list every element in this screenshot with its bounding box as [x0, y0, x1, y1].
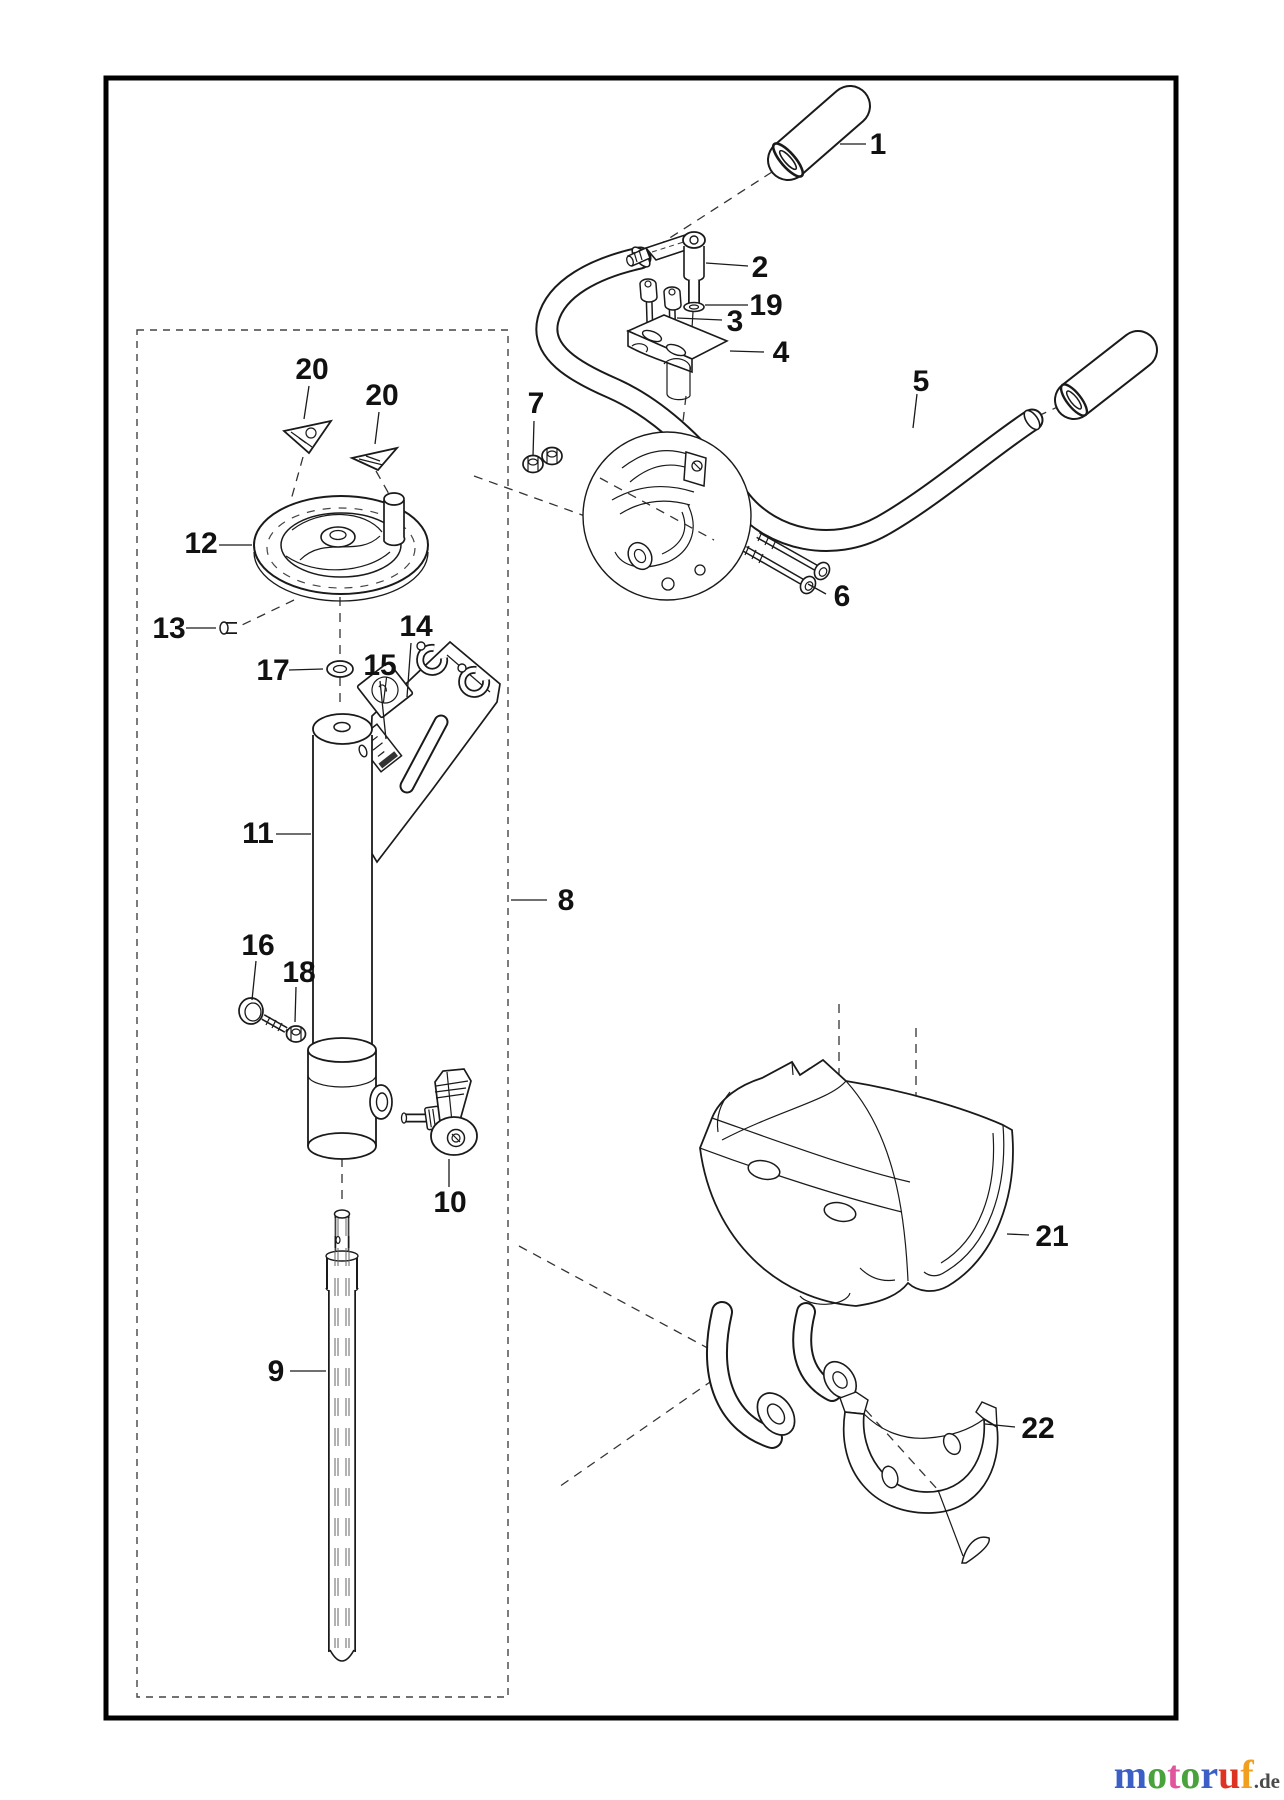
logo-suffix: .de — [1253, 1769, 1280, 1793]
callout-17: 17 — [256, 654, 289, 687]
logo-letter: u — [1218, 1752, 1241, 1797]
callout-22: 22 — [1021, 1412, 1054, 1445]
callout-10: 10 — [433, 1186, 466, 1219]
part-9-shaft — [325, 1209, 359, 1662]
callout-13: 13 — [152, 612, 185, 645]
part-18-nut — [285, 1025, 307, 1043]
part-1-handle-grip — [767, 85, 871, 181]
part-2-clamp-lever — [626, 231, 706, 303]
callout-9: 9 — [268, 1355, 285, 1388]
callout-4: 4 — [773, 336, 790, 369]
part-21-pivot-hooks — [706, 1301, 858, 1449]
diagram-frame — [103, 75, 1179, 1721]
logo-letter: o — [1147, 1752, 1168, 1797]
part-6-screws — [743, 531, 831, 595]
part-16-screw — [238, 997, 292, 1035]
callout-1: 1 — [870, 128, 887, 161]
callout-19: 19 — [749, 289, 782, 322]
part-17-washer — [326, 660, 354, 678]
dashed-group-box — [136, 329, 509, 1698]
warning-decal — [356, 661, 414, 719]
handwheel-knob — [383, 492, 406, 547]
callout-numbers: 1 2 19 3 4 5 7 6 8 9 10 11 12 13 14 15 1… — [152, 128, 1068, 1445]
part-13-pin — [219, 621, 237, 635]
part-12-handwheel — [253, 492, 429, 602]
callout-3: 3 — [727, 305, 744, 338]
callout-2: 2 — [752, 251, 769, 284]
part-22-clamp-shell — [839, 1391, 999, 1514]
callout-6: 6 — [834, 580, 851, 613]
logo-letter: m — [1113, 1752, 1148, 1797]
part-20-triangle-decals — [282, 419, 400, 472]
callout-20a: 20 — [295, 353, 328, 386]
motoruf-watermark: motoruf.de — [1114, 1751, 1280, 1798]
callout-leader-lines — [186, 143, 1030, 1428]
callout-5: 5 — [913, 365, 930, 398]
part-11-tube — [307, 713, 393, 1160]
callout-21: 21 — [1035, 1220, 1068, 1253]
callout-18: 18 — [282, 956, 315, 989]
part-4-clamp-plate — [626, 314, 729, 401]
part-5-right-grip — [1054, 330, 1158, 420]
part-21-clamp-housing — [699, 1058, 1014, 1307]
logo-letter: o — [1180, 1752, 1201, 1797]
logo-letter: f — [1240, 1752, 1254, 1797]
logo-letter: t — [1167, 1752, 1181, 1797]
callout-16: 16 — [241, 929, 274, 962]
callout-15: 15 — [363, 649, 396, 682]
part-7-flange-nuts — [522, 446, 563, 474]
callout-8: 8 — [558, 884, 575, 917]
callout-14: 14 — [399, 610, 433, 643]
callout-12: 12 — [184, 527, 217, 560]
logo-letter: r — [1200, 1752, 1219, 1797]
callout-11: 11 — [242, 817, 274, 850]
callout-20b: 20 — [365, 379, 398, 412]
callout-7: 7 — [528, 387, 545, 420]
alignment-tip — [937, 1489, 990, 1564]
part-10-clamp-lever — [400, 1068, 478, 1156]
detail-circle — [582, 431, 752, 601]
